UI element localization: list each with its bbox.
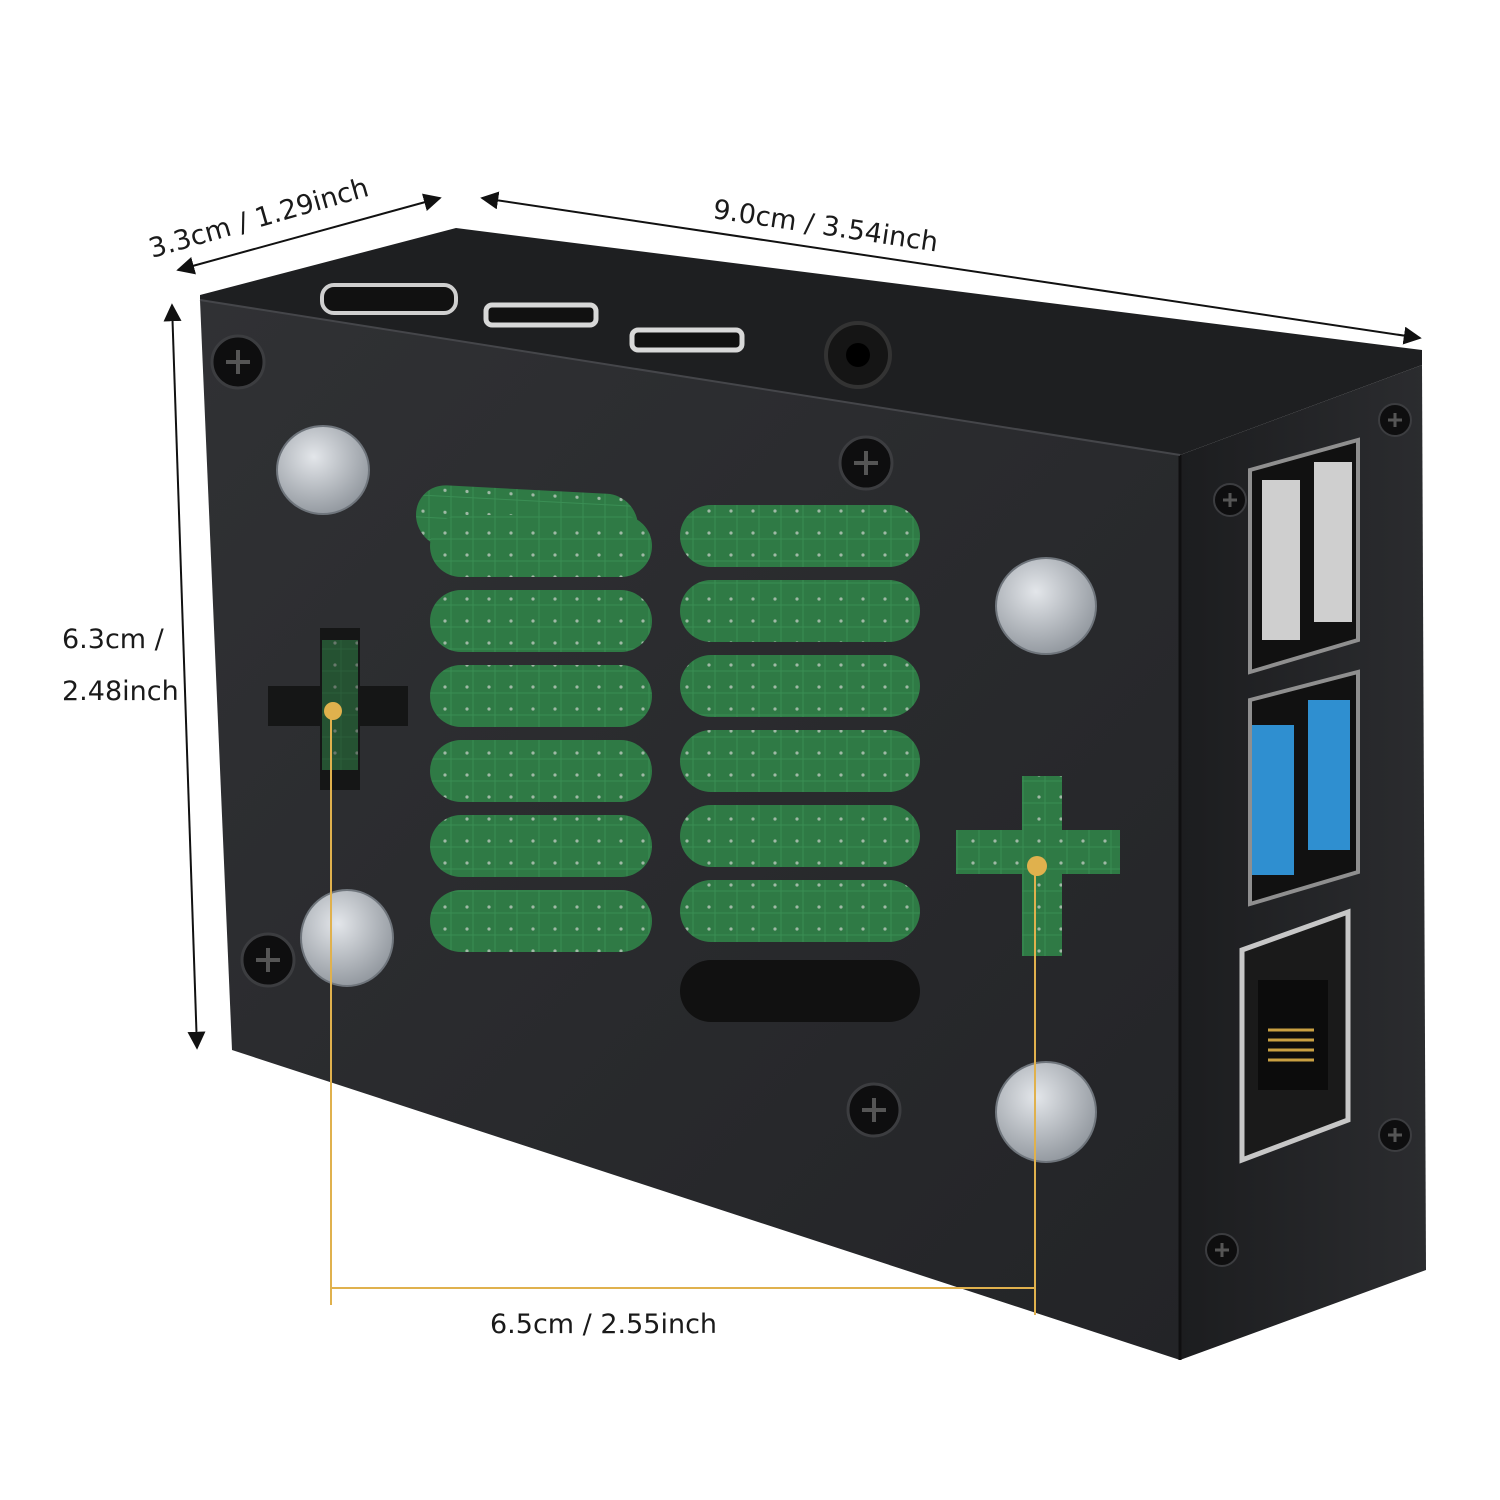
- mount-point-right: [1027, 856, 1047, 876]
- usb-c-port: [320, 283, 458, 315]
- vent-column-right: [680, 505, 920, 1022]
- screw-icon: [1378, 403, 1412, 437]
- height-label-line1: 6.3cm /: [62, 624, 165, 655]
- micro-hdmi-port-1: [483, 302, 599, 328]
- ethernet-port-icon: [1239, 908, 1351, 1164]
- rubber-foot-icon: [300, 889, 394, 987]
- screws: [210, 334, 1412, 1267]
- usb-port-icon: [1248, 669, 1360, 907]
- micro-hdmi-port-2: [629, 327, 745, 353]
- screw-icon: [1378, 1118, 1412, 1152]
- mount-point-left: [324, 702, 342, 720]
- rubber-foot-icon: [995, 1061, 1097, 1163]
- side-ports: [1239, 437, 1360, 1164]
- width-arrow: [480, 191, 1422, 345]
- depth-arrow: [176, 193, 442, 275]
- height-arrow: [163, 303, 206, 1050]
- rubber-foot-icon: [276, 425, 370, 515]
- screw-icon: [846, 1082, 902, 1138]
- vent-column-left: [416, 485, 652, 952]
- depth-label: 3.3cm / 1.29inch: [145, 172, 372, 264]
- mount-cutout-right: [956, 776, 1120, 956]
- metal-case: [199, 228, 1426, 1360]
- vent-slots: [416, 485, 920, 1022]
- height-label-line2: 2.48inch: [62, 676, 179, 707]
- usb-port-icon: [1248, 437, 1360, 675]
- mount-cutout-left: [268, 628, 408, 790]
- rubber-feet: [276, 425, 1097, 1163]
- screw-icon: [1213, 483, 1247, 517]
- rubber-foot-icon: [995, 557, 1097, 655]
- screw-icon: [838, 435, 894, 491]
- mount-spacing-lines: [330, 712, 1036, 1315]
- screw-icon: [1205, 1233, 1239, 1267]
- screw-icon: [240, 932, 296, 988]
- mount-spacing-label: 6.5cm / 2.55inch: [490, 1309, 717, 1340]
- screw-icon: [210, 334, 266, 390]
